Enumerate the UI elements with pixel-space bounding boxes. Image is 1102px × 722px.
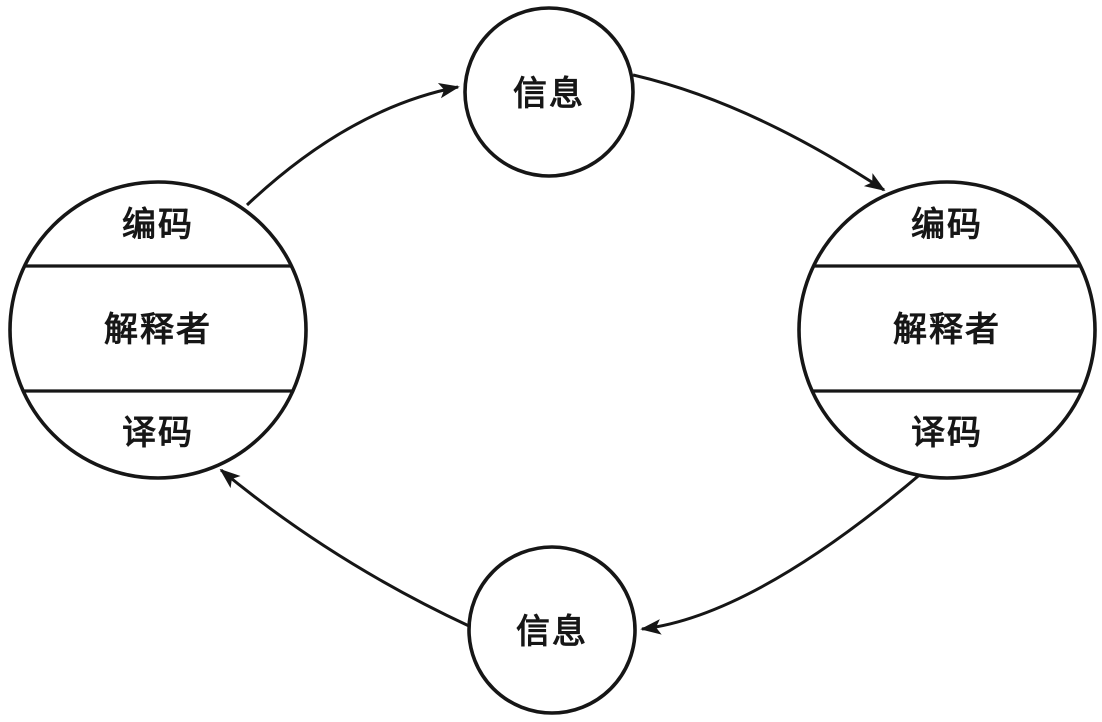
top-message-node: 信息 <box>463 6 635 178</box>
left-decode-label: 译码 <box>122 413 194 453</box>
top-message-label: 信息 <box>513 74 585 114</box>
top-message-circle <box>463 6 635 178</box>
left-encode-label: 编码 <box>122 205 194 245</box>
bottom-message-circle <box>467 545 637 715</box>
arrow-left-to-top <box>245 82 460 207</box>
arrow-right-to-bottom <box>640 470 924 635</box>
left-interpreter-circle <box>8 180 308 480</box>
bottom-message-label: 信息 <box>516 612 588 652</box>
arrow-top-to-right <box>632 73 886 192</box>
right-interpreter-label: 解释者 <box>893 310 1001 350</box>
arrow-bottom-to-left <box>219 468 470 628</box>
right-decode-label: 译码 <box>911 413 983 453</box>
left-interpreter-label: 解释者 <box>104 310 212 350</box>
left-interpreter-node: 编码 解释者 译码 <box>8 180 308 480</box>
bottom-message-node: 信息 <box>467 545 637 715</box>
right-encode-label: 编码 <box>911 205 983 245</box>
right-interpreter-circle <box>797 180 1097 480</box>
right-interpreter-node: 编码 解释者 译码 <box>797 180 1097 480</box>
